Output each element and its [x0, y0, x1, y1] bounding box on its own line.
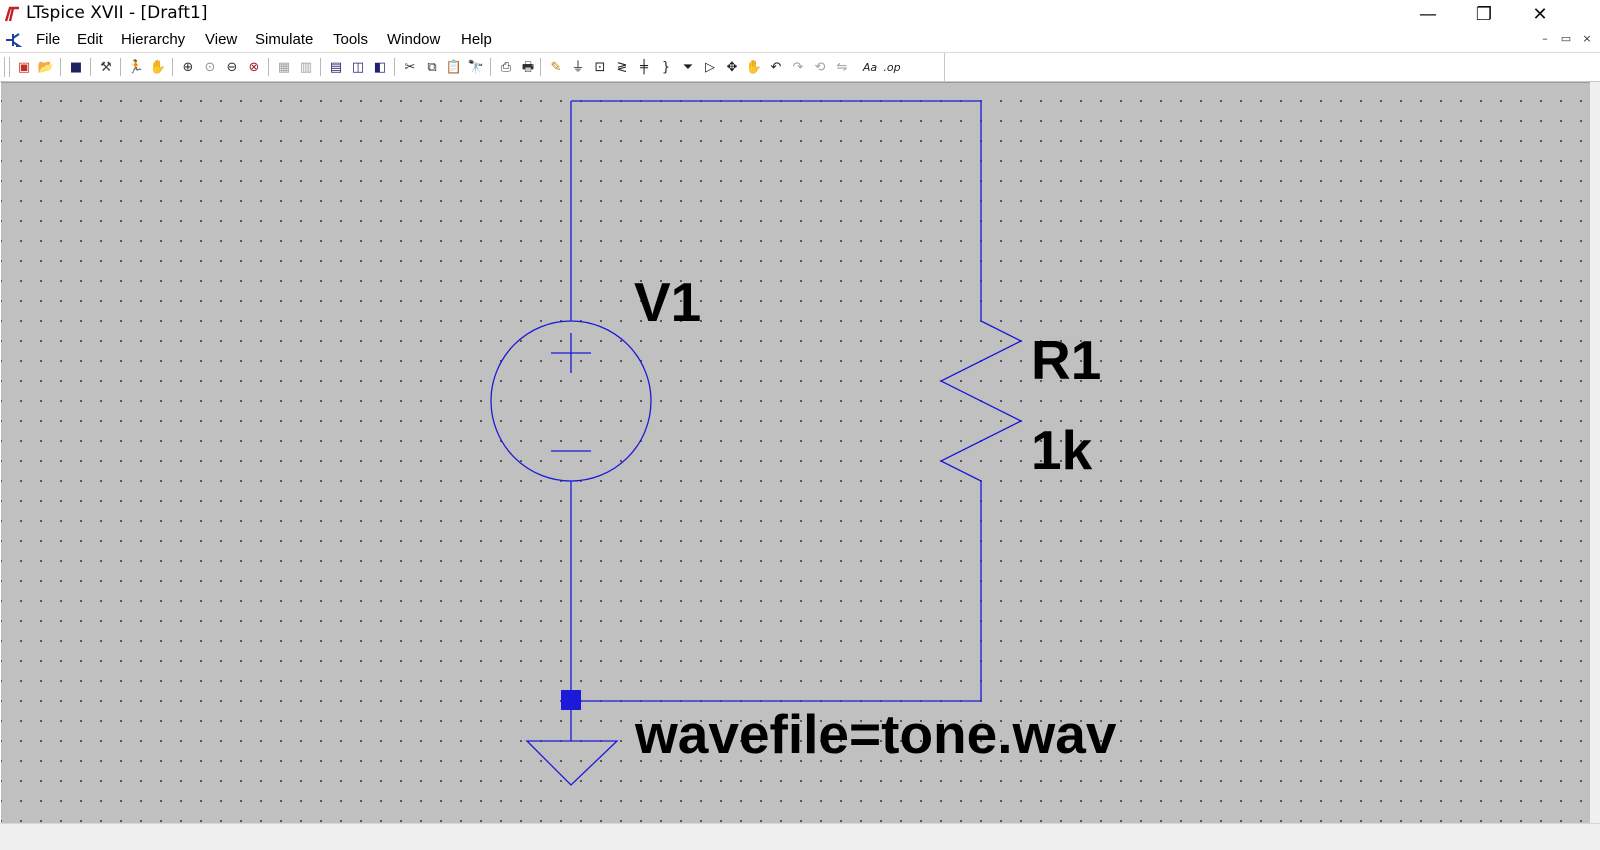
move-icon[interactable]: ✥ — [726, 59, 738, 75]
save-icon[interactable]: ■ — [69, 59, 83, 75]
toolbar-separator — [120, 58, 121, 76]
toolbar-separator — [172, 58, 173, 76]
inductor-icon[interactable]: } — [661, 59, 671, 75]
run-icon[interactable]: 🏃 — [127, 59, 145, 75]
toolbar-separator — [320, 58, 321, 76]
voltage-source-circle — [490, 320, 652, 482]
zoom-out-icon[interactable]: ⊖ — [226, 59, 238, 75]
autorange-icon[interactable]: ▦ — [277, 59, 291, 75]
component-icon[interactable]: ▷ — [705, 59, 715, 75]
voltage-source-symbol — [490, 320, 652, 482]
diode-icon[interactable]: ⏷ — [682, 59, 694, 75]
ground-symbol — [525, 740, 619, 786]
print-preview-icon[interactable]: ⎙ — [500, 59, 512, 75]
text-icon[interactable]: Aa — [862, 60, 878, 74]
cascade-icon[interactable]: ◫ — [351, 59, 365, 75]
rotate-icon[interactable]: ⟲ — [814, 59, 826, 75]
copy-icon[interactable]: ⧉ — [427, 59, 437, 75]
r1-value-label[interactable]: 1k — [1031, 419, 1093, 481]
redo-icon[interactable]: ↷ — [792, 59, 804, 75]
label-net-icon[interactable]: ⊡ — [594, 59, 606, 75]
status-bar — [0, 823, 1600, 850]
schematic-doc-icon[interactable] — [4, 31, 24, 49]
tile-horizontal-icon[interactable]: ▤ — [329, 59, 343, 75]
toolbar-separator — [60, 58, 61, 76]
paste-icon[interactable]: 📋 — [445, 59, 463, 75]
autorange-x-icon[interactable]: ▥ — [299, 59, 313, 75]
schematic-canvas[interactable]: V1 R1 1k wavefile=tone.wav — [1, 82, 1600, 824]
tile-vertical-icon[interactable]: ◧ — [373, 59, 387, 75]
menu-help[interactable]: Help — [461, 31, 492, 48]
toolbar-end-divider — [944, 53, 945, 81]
r1-ref-label[interactable]: R1 — [1031, 329, 1102, 391]
ground-node-square — [561, 690, 581, 710]
mdi-minimize-button[interactable]: – — [1542, 32, 1548, 45]
canvas-right-edge — [1590, 82, 1600, 823]
find-icon[interactable]: 🔭 — [467, 59, 485, 75]
minimize-button[interactable]: — — [1419, 3, 1437, 25]
control-panel-icon[interactable]: ⚒ — [100, 59, 112, 75]
title-bar: LTspice XVII - [Draft1] — ❐ ✕ — [0, 0, 1600, 28]
toolbar-separator — [490, 58, 491, 76]
schematic-drawing — [490, 100, 1023, 786]
draw-wire-icon[interactable]: ✎ — [550, 59, 562, 75]
toolbar-separator — [268, 58, 269, 76]
new-schematic-icon[interactable]: ▣ — [17, 59, 31, 75]
ltspice-logo-icon — [4, 6, 19, 22]
toolbar: ▣📂■⚒🏃✋⊕⊙⊖⊗▦▥▤◫◧✂⧉📋🔭⎙🖶✎⏚⊡≷╪}⏷▷✥✋↶↷⟲⇋Aa.op — [0, 53, 1600, 82]
menu-simulate[interactable]: Simulate — [255, 31, 314, 48]
maximize-button[interactable]: ❐ — [1475, 3, 1493, 25]
close-button[interactable]: ✕ — [1532, 3, 1548, 25]
cut-icon[interactable]: ✂ — [404, 59, 416, 75]
toolbar-grip[interactable] — [4, 57, 10, 77]
ground-icon[interactable]: ⏚ — [571, 59, 585, 75]
halt-icon[interactable]: ✋ — [149, 59, 167, 75]
mdi-restore-button[interactable]: ▭ — [1560, 32, 1572, 45]
print-icon[interactable]: 🖶 — [521, 59, 535, 75]
window-title: LTspice XVII - [Draft1] — [26, 3, 208, 23]
open-icon[interactable]: 📂 — [37, 59, 55, 75]
toolbar-separator — [90, 58, 91, 76]
zoom-pan-icon[interactable]: ⊙ — [204, 59, 216, 75]
mdi-close-button[interactable]: × — [1582, 32, 1592, 45]
menu-window[interactable]: Window — [387, 31, 441, 48]
wire-top — [571, 100, 982, 321]
mirror-icon[interactable]: ⇋ — [836, 59, 848, 75]
wavefile-directive-label[interactable]: wavefile=tone.wav — [635, 703, 1117, 765]
menu-tools[interactable]: Tools — [333, 31, 369, 48]
v1-ref-label[interactable]: V1 — [634, 271, 702, 333]
wire-left-lower — [570, 481, 982, 702]
zoom-fit-icon[interactable]: ⊗ — [248, 59, 260, 75]
resistor-symbol — [939, 320, 1023, 482]
capacitor-icon[interactable]: ╪ — [640, 59, 648, 75]
toolbar-separator — [540, 58, 541, 76]
menu-hierarchy[interactable]: Hierarchy — [121, 31, 186, 48]
zoom-in-icon[interactable]: ⊕ — [182, 59, 194, 75]
undo-icon[interactable]: ↶ — [770, 59, 782, 75]
resistor-icon[interactable]: ≷ — [616, 59, 628, 75]
menu-bar: File Edit Hierarchy View Simulate Tools … — [0, 28, 1600, 53]
spice-directive-icon[interactable]: .op — [883, 60, 901, 74]
toolbar-separator — [394, 58, 395, 76]
drag-icon[interactable]: ✋ — [745, 59, 763, 75]
menu-view[interactable]: View — [205, 31, 238, 48]
menu-edit[interactable]: Edit — [77, 31, 103, 48]
menu-file[interactable]: File — [36, 31, 61, 48]
